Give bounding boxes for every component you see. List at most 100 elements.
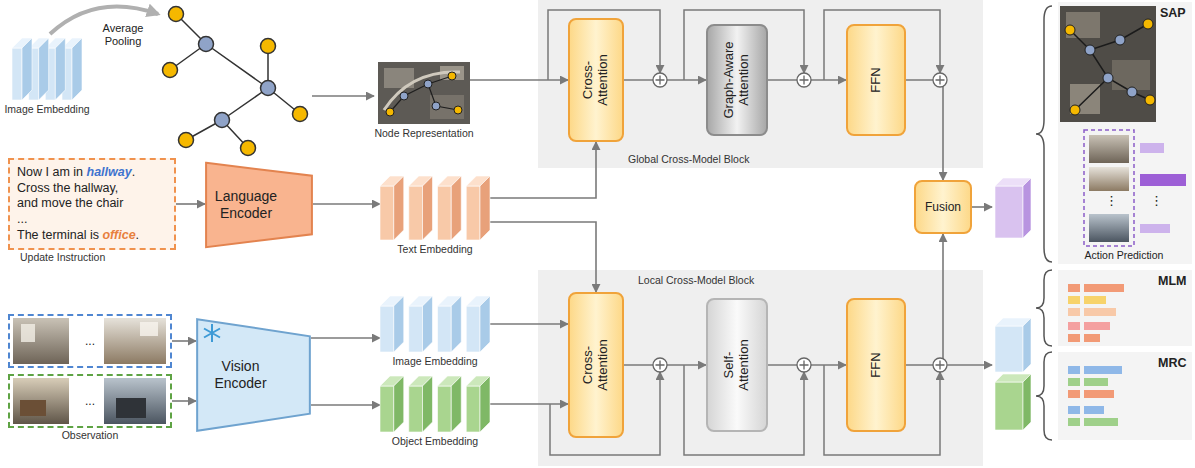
stack-shape xyxy=(12,38,82,100)
output-embedding xyxy=(995,186,1023,238)
add-operators xyxy=(936,361,945,370)
topological-graph xyxy=(170,14,300,148)
connector-arrow xyxy=(313,203,380,205)
graph-to-map-arrow xyxy=(312,96,374,97)
caption: Update Instruction xyxy=(20,251,105,264)
connector-arrow xyxy=(490,222,596,292)
instruction-text: ... xyxy=(17,212,167,228)
slab-face xyxy=(466,186,480,240)
embedding-label: Image Embedding xyxy=(392,355,477,367)
module-label: Fusion xyxy=(916,200,970,214)
topological-graph xyxy=(261,81,276,96)
slab-face xyxy=(409,306,423,352)
action-prediction-panel xyxy=(1140,224,1170,233)
slab-face xyxy=(438,186,452,240)
caption: Observation xyxy=(62,429,119,441)
connector-arrow xyxy=(172,340,196,342)
output-embedding xyxy=(1023,318,1031,372)
slab-face xyxy=(394,376,404,432)
add-operators xyxy=(653,73,667,87)
topological-graph xyxy=(199,37,214,52)
slab-face xyxy=(480,176,490,240)
embedding-slab xyxy=(438,176,462,240)
mlm-tokens xyxy=(1068,284,1080,292)
sap-map xyxy=(1070,84,1100,114)
topological-graph xyxy=(241,141,256,156)
sap-map xyxy=(1145,95,1155,105)
mrc-regions xyxy=(1068,366,1080,374)
add-operators xyxy=(800,361,809,370)
topological-graph xyxy=(169,7,184,22)
ellipsis: ... xyxy=(10,394,170,408)
add-operators xyxy=(933,73,947,87)
embedding-label: Image Embedding xyxy=(4,103,89,115)
slab-face xyxy=(55,38,65,100)
mrc-regions xyxy=(1084,390,1114,398)
embedding-stack: Text Embedding xyxy=(380,176,490,240)
observation-photos xyxy=(13,318,69,364)
module-label: FFN xyxy=(869,327,884,403)
observation-photos xyxy=(104,318,166,364)
add-operators xyxy=(947,364,992,366)
embedding-label: Object Embedding xyxy=(392,435,478,447)
right-panels xyxy=(1058,2,1192,264)
topological-graph xyxy=(163,7,308,156)
language-encoder: Language Encoder xyxy=(205,162,313,248)
connector-arrow xyxy=(470,79,568,81)
mlm-tokens xyxy=(1084,334,1100,342)
embedding-slab xyxy=(466,376,490,432)
encoder-shape xyxy=(197,319,310,431)
stack-shape xyxy=(380,376,490,432)
mlm-tokens xyxy=(1068,296,1080,304)
instruction-text: . xyxy=(136,228,139,242)
mlm-tokens xyxy=(1068,322,1080,330)
curly-bracket xyxy=(1036,6,1052,440)
module-label: Cross-Attention xyxy=(581,42,611,118)
connector-arrow xyxy=(906,80,943,180)
add-operators xyxy=(653,358,667,372)
curly-bracket xyxy=(1036,6,1052,262)
mlm-tokens xyxy=(1084,284,1124,292)
action-prediction-panel xyxy=(1140,174,1186,186)
observation-photos xyxy=(20,400,46,416)
mlm-tokens xyxy=(1084,308,1116,316)
add-operators xyxy=(653,358,667,372)
observation-photos xyxy=(140,322,158,336)
panel-backgrounds xyxy=(538,0,983,466)
slab-face xyxy=(409,186,423,240)
instruction-text: office xyxy=(102,228,135,242)
panel-background xyxy=(538,0,983,168)
add-operators xyxy=(933,358,947,372)
mrc-regions xyxy=(1084,406,1104,414)
slab-face xyxy=(72,38,82,100)
embedding-slab xyxy=(380,296,404,352)
slab-face xyxy=(423,296,433,352)
add-operators xyxy=(800,76,809,85)
block-title: Local Cross-Model Block xyxy=(638,274,754,286)
slab-face xyxy=(480,296,490,352)
ellipsis: ⋮ xyxy=(1150,194,1163,207)
node-representation-map xyxy=(454,106,462,114)
connector-arrow xyxy=(176,203,205,205)
embedding-slab xyxy=(438,296,462,352)
slab-face xyxy=(451,176,461,240)
mrc-regions xyxy=(1084,378,1108,386)
add-operators xyxy=(797,358,811,372)
curly-bracket xyxy=(1036,270,1052,346)
slab-face xyxy=(466,386,480,432)
slab-face xyxy=(394,176,404,240)
embedding-stack: Object Embedding xyxy=(380,376,490,432)
sap-map xyxy=(1143,19,1153,29)
connector-arrow xyxy=(490,142,596,198)
add-operators xyxy=(797,73,811,87)
slab-face xyxy=(409,386,423,432)
sap-map xyxy=(1070,24,1150,110)
residual-connection xyxy=(548,10,940,455)
block-title: Global Cross-Model Block xyxy=(628,153,749,165)
mrc-regions xyxy=(1068,418,1080,426)
mlm-tokens xyxy=(1084,296,1106,304)
action-prediction-panel xyxy=(1140,143,1164,153)
graph-to-map-arrow xyxy=(312,95,374,97)
slab-face xyxy=(380,186,394,240)
cross-attention-box: Cross-Attention xyxy=(568,292,624,438)
